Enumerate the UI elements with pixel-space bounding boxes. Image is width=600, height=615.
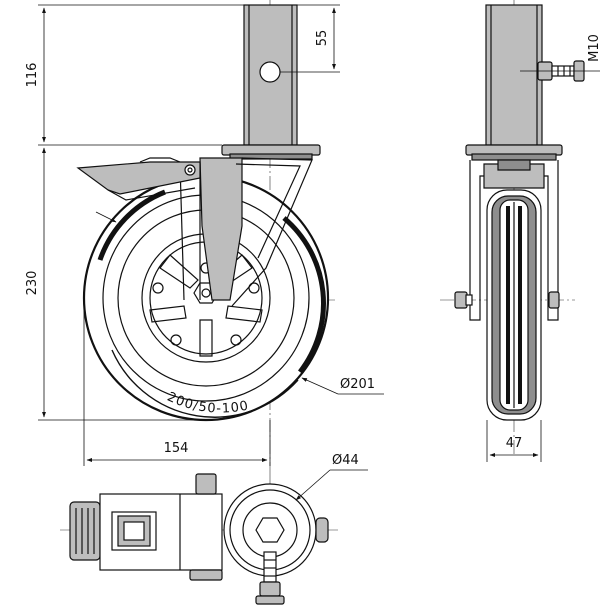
- dim-wheel-width-label: 47: [506, 436, 523, 451]
- profile-view: M10 47: [440, 0, 600, 462]
- top-axle-nut-upper: [195, 473, 217, 495]
- side-view: 200/50-100 116 55: [25, 0, 384, 470]
- top-view: Ø44: [60, 453, 368, 605]
- dim-top-plate-diameter-label: Ø44: [332, 453, 359, 468]
- dim-stem-height: 116: [25, 4, 244, 146]
- dim-wheel-width: 47: [486, 420, 542, 462]
- fork-outer-leg: [231, 157, 313, 307]
- top-lock-bolt: [255, 551, 285, 605]
- dim-top-plate-diameter: Ø44: [295, 453, 368, 501]
- brake-lever: [76, 157, 201, 223]
- dim-stem-height-label: 116: [25, 63, 40, 88]
- top-hex-nut: [255, 517, 285, 543]
- profile-wheel: [486, 189, 542, 421]
- top-brake-pedal: [69, 501, 101, 561]
- profile-axle: [454, 291, 560, 309]
- dim-total-height-label: 230: [25, 271, 40, 296]
- dim-hole-offset-label: 55: [315, 30, 330, 47]
- dim-total-height: 230: [25, 147, 206, 421]
- dim-offset-width: 154: [83, 300, 271, 466]
- stem-hole: [259, 61, 281, 83]
- dim-wheel-diameter: Ø201: [301, 377, 384, 395]
- dim-offset-width-label: 154: [164, 441, 189, 456]
- dim-bolt-thread-label: M10: [587, 34, 600, 62]
- dim-hole-offset: 55: [280, 4, 340, 73]
- profile-stem: [485, 4, 543, 146]
- dim-wheel-diameter-label: Ø201: [340, 377, 375, 392]
- top-axle-nut-lower: [189, 569, 223, 581]
